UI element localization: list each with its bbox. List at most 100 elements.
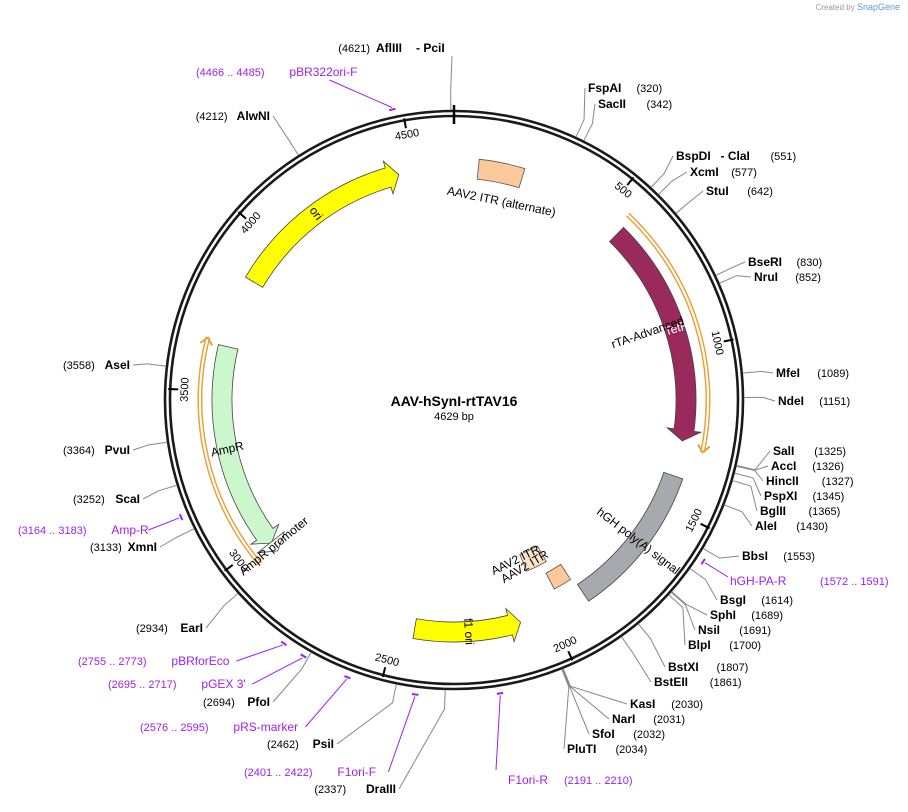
cut-site-pos: (1807) — [717, 662, 749, 674]
tick-mark — [723, 338, 734, 343]
primer-mark[interactable] — [700, 558, 706, 565]
cut-site-pos: (642) — [747, 186, 773, 198]
primer-mark[interactable] — [389, 107, 396, 112]
primer-leader — [387, 696, 416, 773]
track-arrowhead — [697, 443, 711, 454]
primer-mark[interactable] — [280, 640, 288, 647]
cut-site-name: NarI — [612, 712, 635, 726]
cut-site-pos: (1326) — [812, 461, 844, 473]
cut-site-pos: (320) — [637, 83, 663, 95]
cut-site-name: XcmI — [690, 165, 719, 179]
primer-name: F1ori-R — [508, 773, 548, 787]
tick-mark — [224, 564, 234, 572]
primer-mark[interactable] — [496, 691, 504, 695]
cut-site-pos: (577) — [731, 167, 757, 179]
primer-name: pGEX 3' — [201, 677, 245, 691]
cut-site-leader — [562, 668, 590, 735]
cut-site-pos: (4621) — [338, 43, 370, 55]
cut-site-pos: (1689) — [751, 610, 783, 622]
cut-site: SfoI(2032) — [592, 727, 665, 741]
cut-site: DraIII(2337) — [314, 782, 396, 796]
cut-site-leader — [719, 275, 752, 284]
plasmid-length: 4629 bp — [434, 411, 474, 423]
primer-leader — [236, 644, 283, 662]
cut-site-pos: (2462) — [267, 739, 299, 751]
primer[interactable]: (2576 .. 2595) pRS-marker — [140, 720, 298, 734]
tick-label: 4000 — [239, 210, 264, 236]
primer[interactable]: (1572 .. 1591)hGH-PA-R — [730, 574, 889, 588]
primer[interactable]: (2401 .. 2422) F1ori-F — [244, 765, 376, 779]
cut-site: MfeI(1089) — [776, 366, 849, 380]
cut-site: SphI (1689) — [710, 608, 783, 622]
primers: (4466 .. 4485)pBR322ori-F (1572 .. 1591)h… — [18, 65, 889, 787]
cut-site-leader — [272, 115, 299, 156]
cut-site: PluTI(2034) — [567, 742, 647, 756]
cut-site: BstEII(1861) — [654, 675, 742, 689]
primer[interactable]: (2695 .. 2717)pGEX 3' — [108, 677, 246, 691]
cut-site-pos: (2694) — [203, 697, 235, 709]
tick-label: 3500 — [179, 377, 192, 402]
primer[interactable]: (4466 .. 4485)pBR322ori-F — [196, 65, 357, 79]
primer-range: (2576 .. 2595) — [140, 722, 209, 734]
tick-mark — [381, 667, 387, 678]
cut-site-leader — [336, 684, 397, 745]
cut-site-pos: (2034) — [616, 744, 648, 756]
cut-site-pos: (1325) — [814, 446, 846, 458]
cut-site-leader — [715, 261, 746, 276]
itr-box-itr-alternate — [476, 158, 526, 189]
primer-range: (4466 .. 4485) — [196, 67, 265, 79]
cut-site-leader — [142, 484, 177, 500]
feature-ampr — [211, 344, 280, 545]
cut-site-pos: (551) — [771, 151, 797, 163]
plasmid-name: AAV-hSynI-rtTAV16 — [391, 393, 518, 409]
primer-mark[interactable] — [411, 693, 419, 696]
primer-range: (3164 .. 3183) — [18, 525, 87, 537]
feature-ampr-promoter — [256, 530, 286, 554]
primer-leader — [704, 562, 729, 578]
cut-site: AlwNI (4212) — [196, 109, 270, 123]
tick-label: 2500 — [374, 652, 401, 670]
primer-mark[interactable] — [344, 675, 351, 680]
tick-label: 1000 — [709, 330, 726, 356]
cut-site-leader — [562, 668, 628, 705]
primer-name: pRS-marker — [233, 720, 298, 734]
cut-site-leader — [637, 623, 666, 668]
primer[interactable]: (3164 .. 3183)Amp-R — [18, 523, 149, 537]
tick-mark — [567, 650, 574, 661]
cut-site: XmnI (3133) — [90, 540, 157, 554]
cut-site-leader — [732, 480, 758, 512]
cut-site-name: AflIII — [376, 41, 402, 55]
primer[interactable]: (2755 .. 2773)pBRforEco — [78, 654, 230, 668]
cut-site-leader — [575, 87, 586, 138]
cut-site-leader — [743, 396, 776, 402]
cut-site-pos: (4212) — [196, 111, 228, 123]
cut-site: PfoI(2694) — [203, 695, 270, 709]
watermark: Created by SnapGene — [816, 2, 900, 12]
cut-site-name: SphI — [710, 608, 736, 622]
cut-site: ScaI(3252) — [73, 492, 140, 506]
cut-site-name: XmnI — [128, 540, 157, 554]
primer-mark[interactable] — [300, 653, 307, 659]
cut-site-pos: (1614) — [761, 595, 793, 607]
primer-name: F1ori-F — [337, 765, 376, 779]
cut-site-leader — [272, 652, 312, 703]
cut-site: AleI(1430) — [755, 519, 828, 533]
cut-site-leader — [132, 363, 167, 367]
cut-site-leader — [658, 171, 688, 195]
cut-site-leader — [675, 190, 704, 214]
feature-hgh-polya — [576, 471, 684, 602]
cut-site-leader — [689, 568, 718, 601]
cut-site-name: SacII — [598, 97, 626, 111]
primer-leader — [252, 657, 303, 685]
cut-site-name: BstEII — [654, 675, 688, 689]
primer-range: (2401 .. 2422) — [244, 767, 313, 779]
itr-box-itr-2 — [545, 563, 572, 590]
primer-mark[interactable] — [178, 513, 184, 521]
feature-f1-ori — [412, 607, 522, 644]
cut-site-name: AlwNI — [237, 109, 270, 123]
cut-site-leader — [398, 689, 446, 790]
cut-site-leader — [734, 472, 762, 497]
primer[interactable]: (2191 .. 2210)F1ori-R — [508, 773, 633, 787]
cut-site-pos: (3558) — [63, 360, 95, 372]
cut-site-pos: (3133) — [90, 542, 122, 554]
